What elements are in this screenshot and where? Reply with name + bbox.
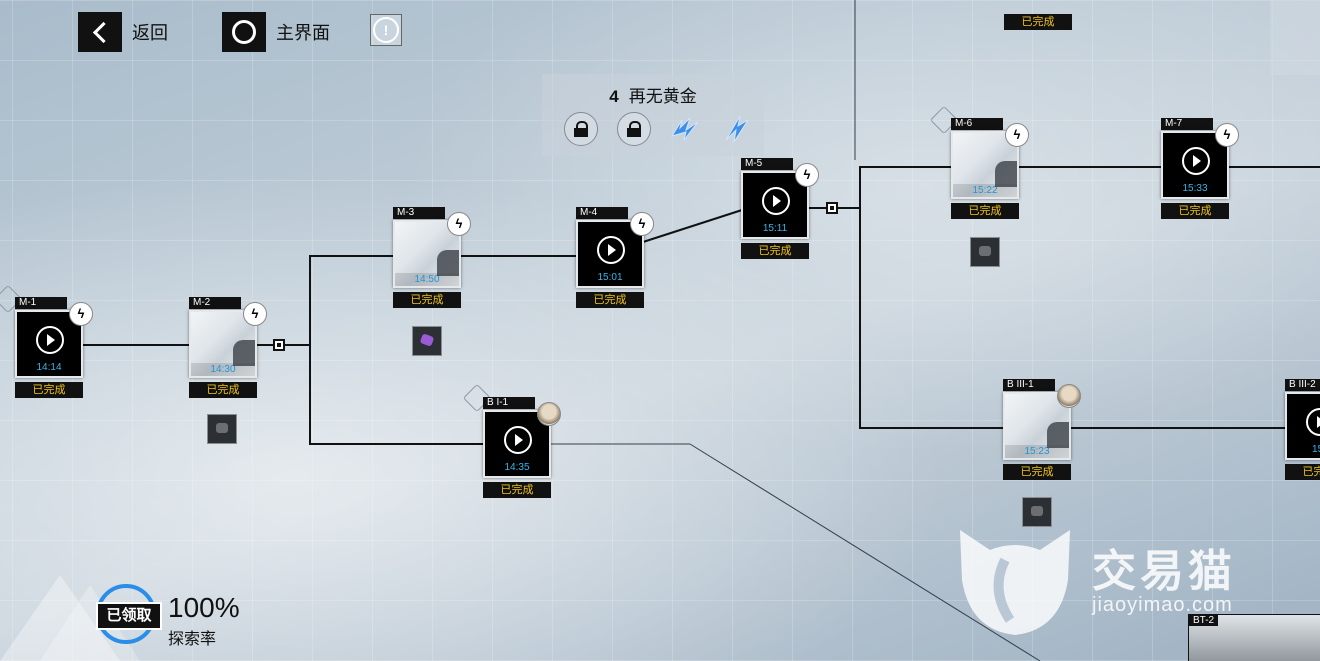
stage-thumbnail[interactable]: 14:30 [189, 310, 257, 378]
lock-icon[interactable] [617, 112, 651, 146]
zebra-badge-icon: ϟ [69, 302, 93, 326]
stage-code: B III-2 [1285, 379, 1320, 391]
branch-junction [826, 202, 838, 214]
home-label: 主界面 [276, 23, 330, 43]
stage-code: B III-1 [1003, 379, 1055, 391]
status-done: 已完成 [741, 243, 809, 259]
chapter-title-row: 4 再无黄金 [542, 82, 764, 107]
stage-thumbnail[interactable]: 15: [1285, 392, 1320, 460]
play-icon [762, 187, 790, 215]
status-done: 已完成 [1003, 464, 1071, 480]
stage-time: 15:01 [597, 272, 623, 283]
exploration-percent: 100% [168, 592, 240, 623]
back-label: 返回 [132, 23, 168, 43]
stage-time: 14:50 [395, 273, 459, 286]
status-done: 已完成 [1161, 203, 1229, 219]
zebra-badge-icon: ϟ [1005, 123, 1029, 147]
zebra-badge-icon: ϟ [243, 302, 267, 326]
play-icon [36, 326, 64, 354]
status-done: 已完成 [189, 382, 257, 398]
chapter-panel: 4 再无黄金 [542, 74, 764, 156]
status-done: 已完成 [15, 382, 83, 398]
chapter-number: 4 [609, 87, 619, 106]
stage-code: M-3 [393, 207, 445, 219]
stage-code: M-6 [951, 118, 1003, 130]
chevron-left-icon [78, 12, 122, 52]
stage-code: BT-2 [1189, 615, 1219, 626]
stage-code: M-5 [741, 158, 793, 170]
stage-time: 14:14 [36, 362, 62, 373]
reward-item-icon[interactable] [1022, 497, 1052, 527]
stage-time: 15: [1312, 444, 1320, 455]
status-done: 已完成 [1004, 14, 1072, 30]
zebra-badge-icon: ϟ [795, 163, 819, 187]
stage-code: M-4 [576, 207, 628, 219]
stage-time: 15:23 [1005, 445, 1069, 458]
stage-code: M-1 [15, 297, 67, 309]
stage-time: 15:22 [953, 184, 1017, 197]
watermark-name: 交易猫 [1092, 547, 1236, 596]
back-button[interactable]: 返回 [78, 12, 168, 52]
reward-item-icon[interactable] [207, 414, 237, 444]
stage-time: 15:33 [1182, 183, 1208, 194]
home-ring-icon [222, 12, 266, 52]
character-avatar-icon [537, 402, 561, 426]
chapter-title: 再无黄金 [628, 87, 697, 106]
play-icon [1306, 408, 1320, 436]
reward-item-icon[interactable] [412, 326, 442, 356]
status-done: 已完成 [393, 292, 461, 308]
character-avatar-icon [1057, 384, 1081, 408]
claimed-button[interactable]: 已领取 [96, 602, 162, 630]
stage-thumbnail[interactable]: 14:35 [483, 410, 551, 478]
play-icon [597, 236, 625, 264]
play-icon [504, 426, 532, 454]
status-done: 已完成 [951, 203, 1019, 219]
home-button[interactable]: 主界面 [222, 12, 330, 52]
stage-time: 14:35 [504, 462, 530, 473]
play-icon [1182, 147, 1210, 175]
lightning-medal-icon[interactable] [720, 112, 754, 144]
stage-node-bt2[interactable]: BT-2 [1188, 614, 1320, 661]
lock-icon[interactable] [564, 112, 598, 146]
stage-thumbnail[interactable]: 14:14 [15, 310, 83, 378]
info-button[interactable]: ! [370, 14, 402, 46]
offscreen-panel [1270, 0, 1320, 75]
info-icon: ! [373, 17, 399, 43]
zebra-badge-icon: ϟ [447, 212, 471, 236]
stage-code: M-2 [189, 297, 241, 309]
stage-time: 14:30 [191, 363, 255, 376]
reward-item-icon[interactable] [970, 237, 1000, 267]
stage-thumbnail[interactable]: 15:33 [1161, 131, 1229, 199]
watermark-cat-logo-icon [960, 530, 1070, 635]
lightning-medal-icon[interactable] [668, 112, 702, 144]
stage-code: B I-1 [483, 397, 535, 409]
zebra-badge-icon: ϟ [630, 212, 654, 236]
status-done: 已完成 [483, 482, 551, 498]
stage-code: M-7 [1161, 118, 1213, 130]
status-done: 已完成 [1285, 464, 1320, 480]
branch-junction [273, 339, 285, 351]
status-done: 已完成 [576, 292, 644, 308]
exploration-label: 探索率 [168, 631, 217, 648]
zebra-badge-icon: ϟ [1215, 123, 1239, 147]
stage-thumbnail[interactable]: 15:22 [951, 131, 1019, 199]
watermark-url: jiaoyimao.com [1092, 594, 1233, 616]
stage-time: 15:11 [762, 223, 788, 234]
